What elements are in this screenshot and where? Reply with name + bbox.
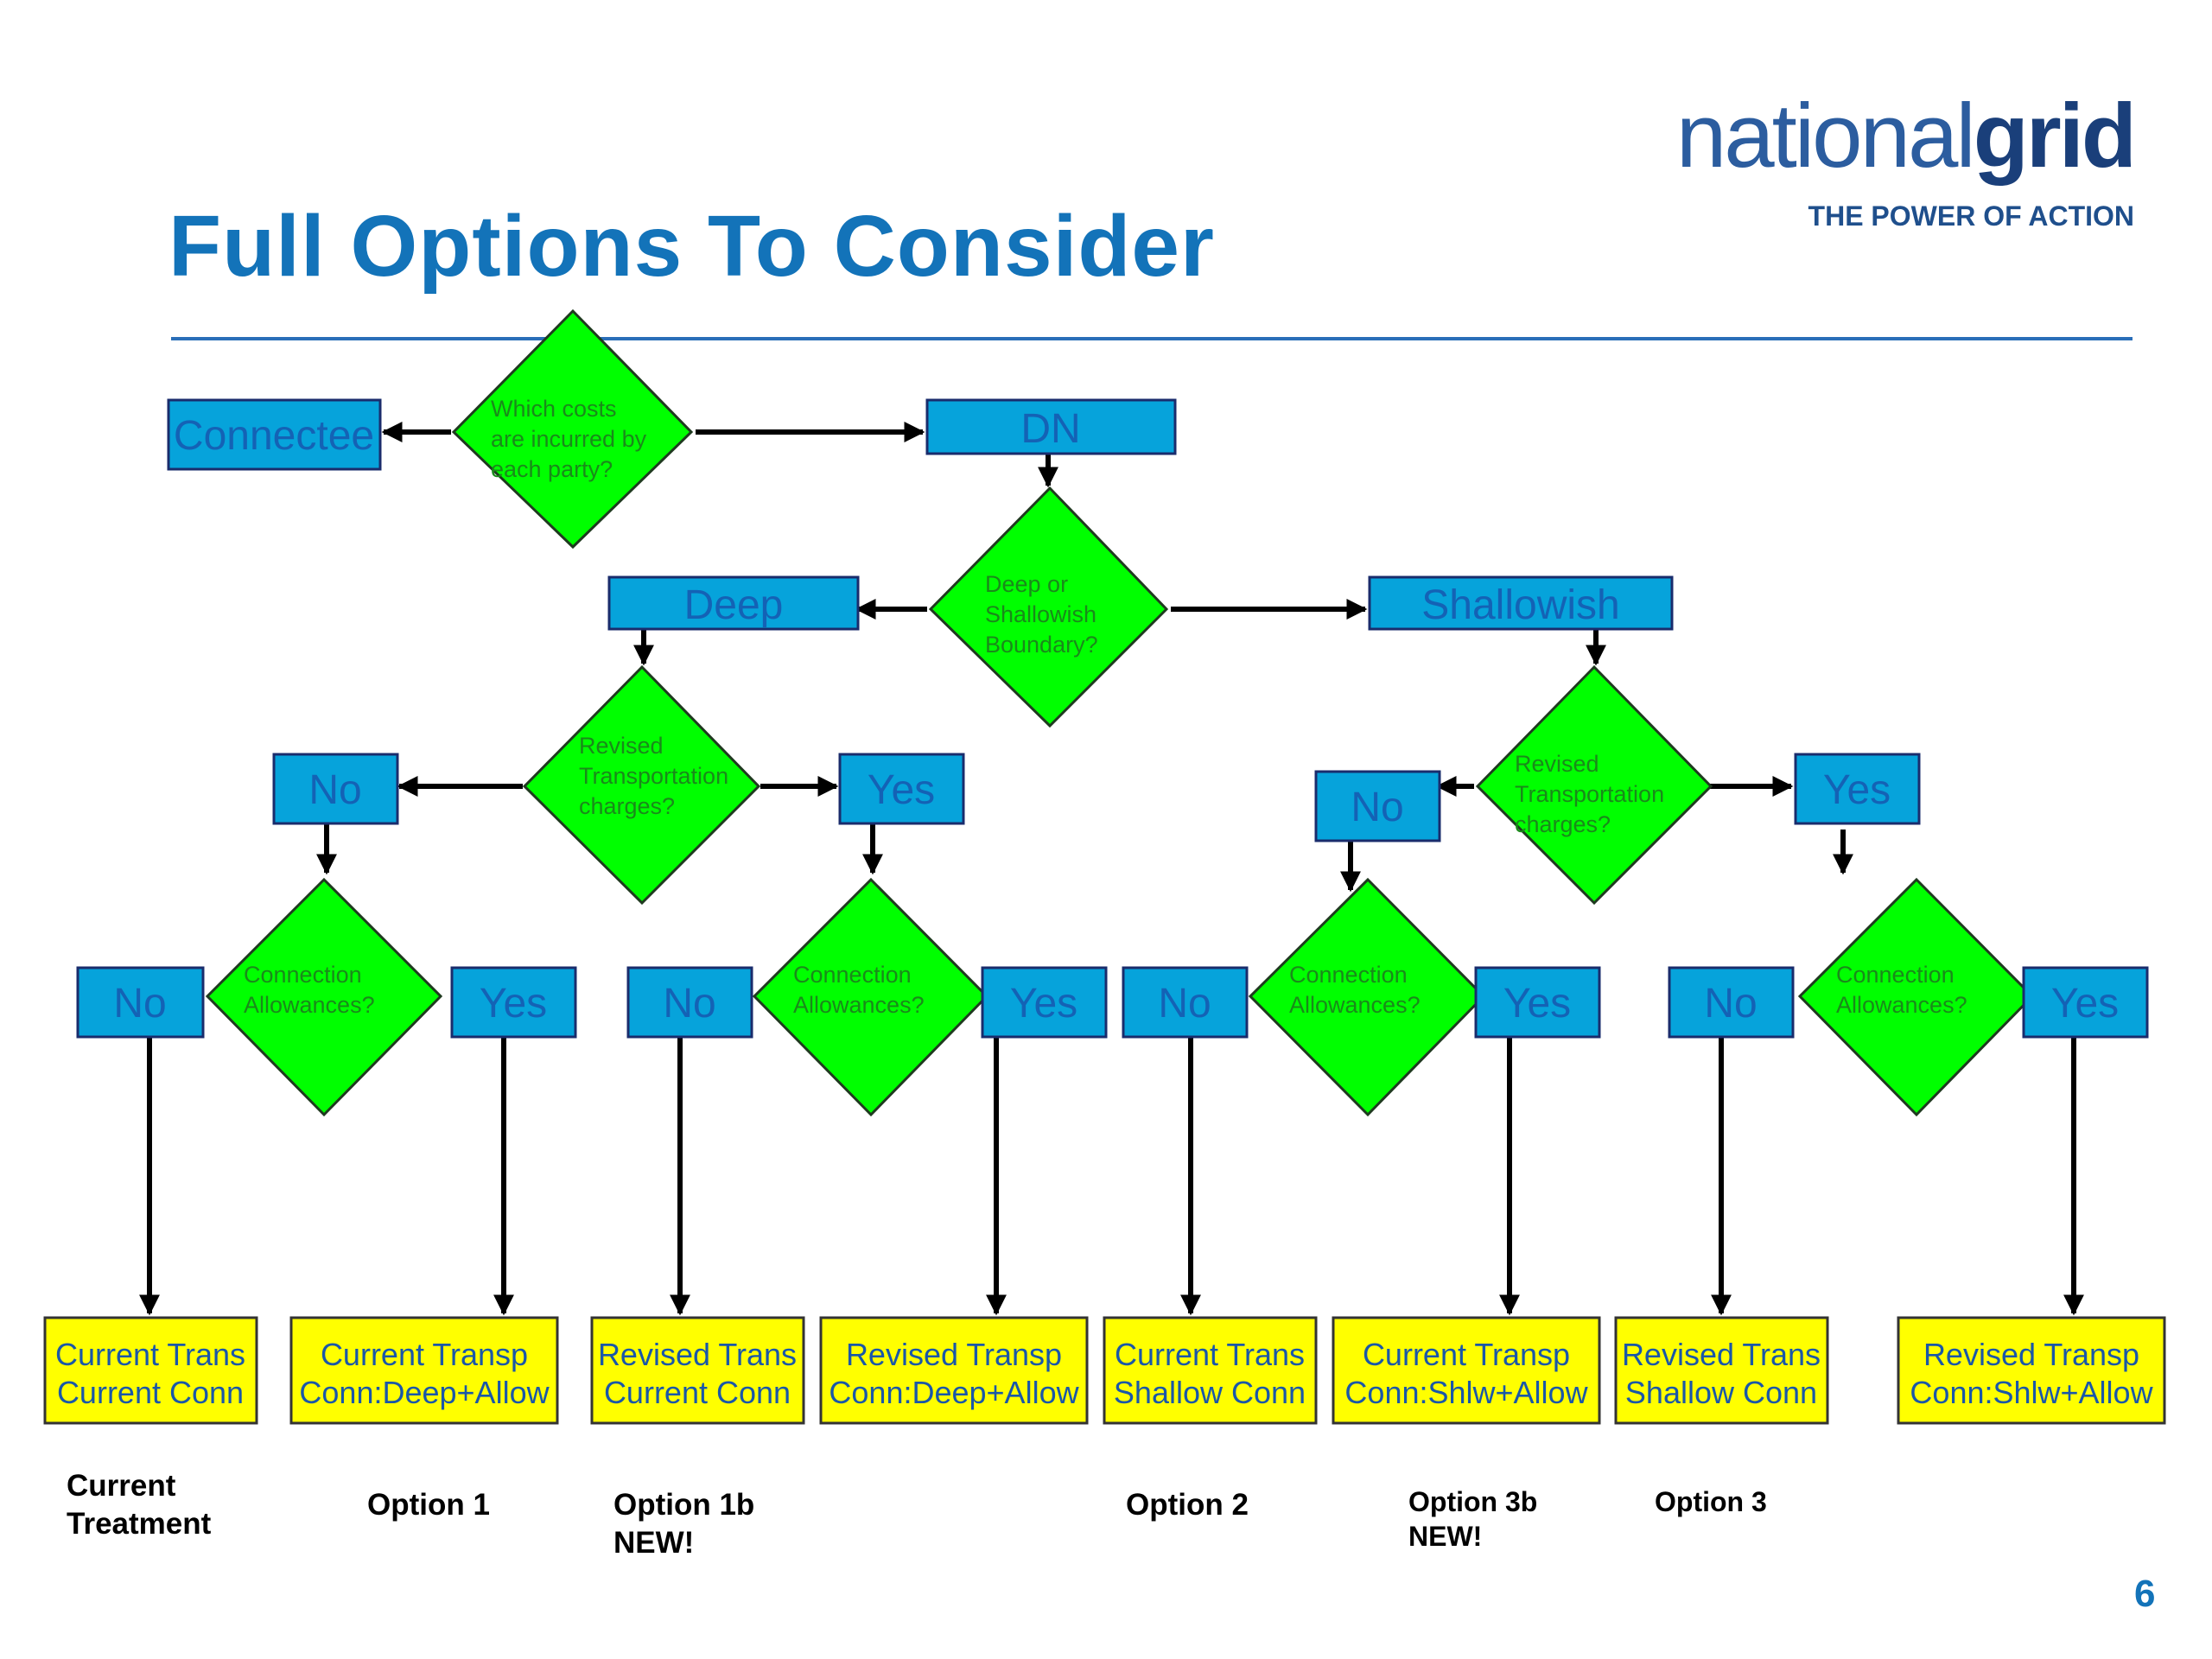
box-no-shallow: No: [1314, 770, 1441, 842]
box-no-l3-3: No: [1122, 966, 1249, 1039]
box-yes-l3-2: Yes: [981, 966, 1108, 1039]
box-shallowish: Shallowish: [1368, 575, 1674, 631]
svg-text:Yes: Yes: [1503, 981, 1571, 1027]
box-no-l3-1: No: [76, 966, 205, 1039]
svg-text:Connectee: Connectee: [174, 413, 374, 459]
page-number: 6: [2134, 1573, 2156, 1615]
svg-text:Yes: Yes: [2051, 981, 2119, 1027]
connectors: [139, 422, 2084, 1316]
option-label-1b: Option 1b NEW!: [613, 1486, 754, 1562]
box-no-l3-2: No: [626, 966, 753, 1039]
svg-text:Shallowish: Shallowish: [1421, 582, 1619, 628]
option-label-2: Option 2: [1126, 1486, 1249, 1524]
option-label-line: Treatment: [67, 1506, 212, 1541]
option-label-current: Current Treatment: [67, 1467, 211, 1543]
option-label-line: Current: [67, 1469, 176, 1503]
box-yes-shallow: Yes: [1794, 753, 1921, 825]
box-connectee: Connectee: [167, 398, 382, 471]
option-label-1: Option 1: [367, 1486, 490, 1524]
page-title: Full Options To Consider: [168, 198, 1215, 295]
option-label-line: Option 3: [1655, 1486, 1767, 1517]
svg-text:Yes: Yes: [480, 981, 547, 1027]
logo-word-light: national: [1675, 86, 1976, 187]
logo-tagline: THE POWER OF ACTION: [1808, 200, 2134, 232]
box-no-l3-4: No: [1668, 966, 1795, 1039]
option-label-3: Option 3: [1655, 1484, 1767, 1519]
svg-text:No: No: [663, 981, 715, 1027]
option-label-line: NEW!: [613, 1525, 695, 1560]
svg-text:Yes: Yes: [1823, 767, 1891, 813]
title-divider: [171, 337, 2133, 340]
svg-text:No: No: [1704, 981, 1757, 1027]
box-dn: DN: [925, 398, 1177, 455]
box-yes-l3-1: Yes: [450, 966, 577, 1039]
logo-word-bold: grid: [1973, 86, 2137, 187]
svg-text:Yes: Yes: [868, 767, 935, 813]
logo-wordmark: nationalgrid: [1675, 86, 2137, 187]
option-label-line: NEW!: [1408, 1521, 1483, 1552]
svg-text:No: No: [308, 767, 361, 813]
svg-text:No: No: [113, 981, 166, 1027]
option-label-line: Option 2: [1126, 1488, 1249, 1522]
svg-text:No: No: [1351, 785, 1403, 830]
svg-text:Yes: Yes: [1010, 981, 1077, 1027]
svg-text:DN: DN: [1020, 406, 1080, 452]
svg-text:Deep: Deep: [684, 582, 784, 628]
option-label-line: Option 1b: [613, 1488, 755, 1522]
option-label-line: Option 1: [367, 1488, 490, 1522]
box-no-deep: No: [272, 753, 399, 825]
box-yes-l3-3: Yes: [1474, 966, 1601, 1039]
box-yes-l3-4: Yes: [2022, 966, 2149, 1039]
svg-text:No: No: [1158, 981, 1211, 1027]
option-label-3b: Option 3b NEW!: [1408, 1484, 1537, 1554]
national-grid-logo: nationalgrid THE POWER OF ACTION: [1668, 86, 2137, 242]
option-label-line: Option 3b: [1408, 1486, 1538, 1517]
box-deep: Deep: [607, 575, 860, 631]
box-yes-deep: Yes: [838, 753, 965, 825]
